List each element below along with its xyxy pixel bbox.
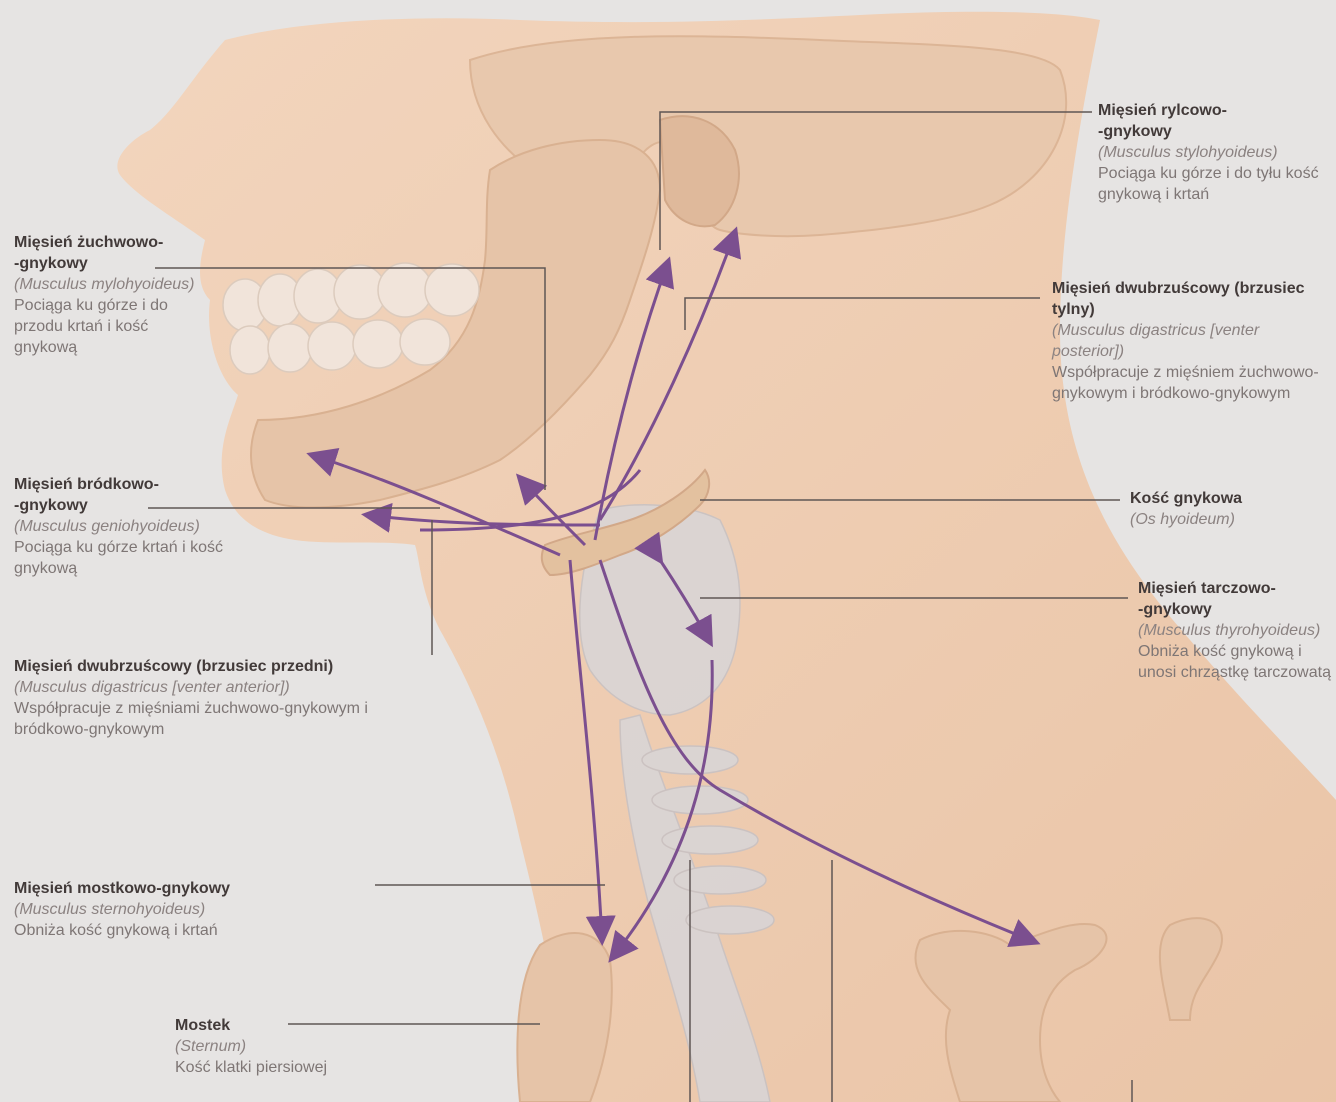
label-latin: (Musculus geniohyoideus) xyxy=(14,516,274,537)
label-desc: Pociąga ku górze krtań i kość gnykową xyxy=(14,537,274,579)
label-latin: (Sternum) xyxy=(175,1036,435,1057)
label-desc: Kość klatki piersiowej xyxy=(175,1057,435,1078)
label-desc: Pociąga ku górze i do tyłu kość gnykową … xyxy=(1098,163,1334,205)
label-tarczowo-gnykowy: Mięsień tarczowo- -gnykowy (Musculus thy… xyxy=(1138,578,1334,683)
label-latin: (Musculus thyrohyoideus) xyxy=(1138,620,1334,641)
label-desc: Obniża kość gnykową i krtań xyxy=(14,920,374,941)
label-dwubrzuscowy-tylny: Mięsień dwubrzuścowy (brzusiec tylny) (M… xyxy=(1052,278,1334,404)
label-desc: Obniża kość gnykową i unosi chrząstkę ta… xyxy=(1138,641,1334,683)
label-desc: Współpracuje z mięśniami żuchwowo-gnykow… xyxy=(14,698,434,740)
label-desc: Współpracuje z mięśniem żuchwowo-gnykowy… xyxy=(1052,362,1334,404)
label-dwubrzuscowy-przedni: Mięsień dwubrzuścowy (brzusiec przedni) … xyxy=(14,656,434,740)
label-zuchwowo-gnykowy: Mięsień żuchwowo- -gnykowy (Musculus myl… xyxy=(14,232,204,358)
label-title: Kość gnykowa xyxy=(1130,488,1334,509)
label-latin: (Musculus mylohyoideus) xyxy=(14,274,204,295)
label-title: Mostek xyxy=(175,1015,435,1036)
label-latin: (Musculus stylohyoideus) xyxy=(1098,142,1334,163)
label-desc: Pociąga ku górze i do przodu krtań i koś… xyxy=(14,295,204,358)
label-latin: (Os hyoideum) xyxy=(1130,509,1334,530)
label-title: Mięsień żuchwowo- -gnykowy xyxy=(14,232,204,274)
label-kosc-gnykowa: Kość gnykowa (Os hyoideum) xyxy=(1130,488,1334,530)
label-title: Mięsień dwubrzuścowy (brzusiec przedni) xyxy=(14,656,434,677)
label-title: Mięsień dwubrzuścowy (brzusiec tylny) xyxy=(1052,278,1334,320)
label-title: Mięsień tarczowo- -gnykowy xyxy=(1138,578,1334,620)
label-brodkowo-gnykowy: Mięsień bródkowo- -gnykowy (Musculus gen… xyxy=(14,474,274,579)
label-title: Mięsień bródkowo- -gnykowy xyxy=(14,474,274,516)
label-mostkowo-gnykowy: Mięsień mostkowo-gnykowy (Musculus stern… xyxy=(14,878,374,941)
sternum xyxy=(517,933,611,1102)
label-title: Mięsień mostkowo-gnykowy xyxy=(14,878,374,899)
label-rylcowo-gnykowy: Mięsień rylcowo- -gnykowy (Musculus styl… xyxy=(1098,100,1334,205)
label-latin: (Musculus digastricus [venter posterior]… xyxy=(1052,320,1334,362)
label-latin: (Musculus sternohyoideus) xyxy=(14,899,374,920)
label-title: Mięsień rylcowo- -gnykowy xyxy=(1098,100,1334,142)
label-mostek: Mostek (Sternum) Kość klatki piersiowej xyxy=(175,1015,435,1078)
label-latin: (Musculus digastricus [venter anterior]) xyxy=(14,677,434,698)
